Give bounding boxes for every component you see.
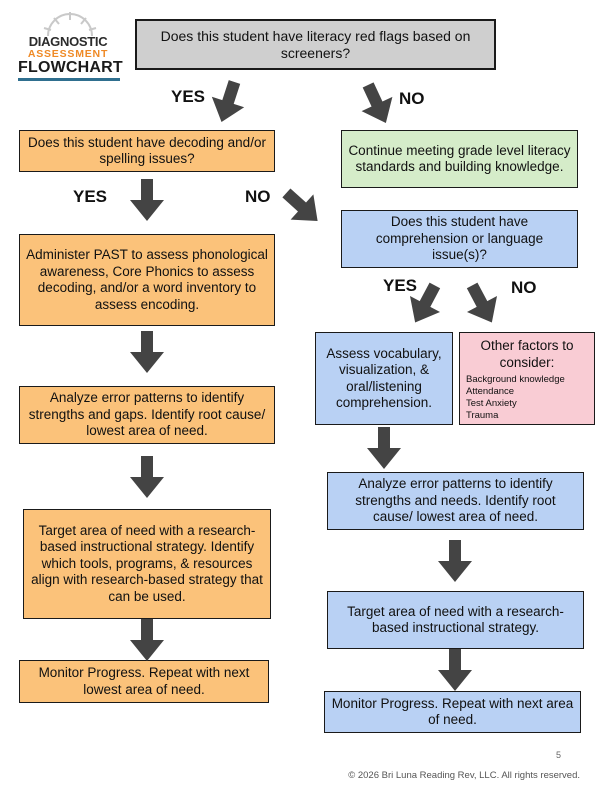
factor-item: Trauma [466, 410, 499, 421]
left-analyze-box: Analyze error patterns to identify stren… [19, 386, 275, 444]
factor-item: Test Anxiety [466, 398, 517, 409]
right-target-text: Target area of need with a research-base… [347, 603, 564, 636]
other-factors-box: Other factors to consider: Background kn… [459, 332, 595, 425]
comprehension-question-box: Does this student have comprehension or … [341, 210, 578, 268]
logo-underline [18, 78, 120, 81]
no-label-comprehension: NO [511, 278, 537, 297]
yes-label-decoding: YES [73, 187, 108, 206]
right-monitor-box: Monitor Progress. Repeat with next area … [324, 691, 581, 733]
top-question-box: Does this student have literacy red flag… [135, 19, 496, 70]
assess-comprehension-box: Assess vocabulary, visualization, & oral… [315, 332, 453, 425]
factor-item: Background knowledge [466, 374, 565, 385]
diagnostic-assessment-flowchart-logo: DIAGNOSTIC ASSESSMENT FLOWCHART [18, 10, 128, 84]
assess-comprehension-text: Assess vocabulary, visualization, & oral… [326, 345, 442, 411]
left-monitor-box: Monitor Progress. Repeat with next lowes… [19, 660, 269, 703]
sunburst-icon [43, 12, 97, 37]
logo-line-diagnostic: DIAGNOSTIC [28, 34, 108, 49]
administer-assessments-box: Administer PAST to assess phonological a… [19, 234, 275, 326]
no-label-top: NO [399, 89, 425, 108]
decoding-question-box: Does this student have decoding and/or s… [19, 130, 275, 172]
logo-line-flowchart: FLOWCHART [18, 59, 123, 76]
right-analyze-text: Analyze error patterns to identify stren… [355, 476, 556, 525]
other-factors-list: Background knowledge Attendance Test Anx… [466, 374, 588, 422]
yes-label-top: YES [171, 87, 206, 106]
left-monitor-text: Monitor Progress. Repeat with next lowes… [38, 665, 250, 697]
decoding-question-text: Does this student have decoding and/or s… [28, 134, 266, 167]
continue-standards-text: Continue meeting grade level literacy st… [348, 142, 571, 175]
factor-item: Attendance [466, 386, 515, 397]
logo-line-assessment: ASSESSMENT [27, 48, 109, 60]
no-label-decoding: NO [245, 187, 271, 206]
right-analyze-box: Analyze error patterns to identify stren… [327, 472, 584, 530]
left-target-box: Target area of need with a research-base… [23, 509, 271, 619]
copyright-notice: © 2026 Bri Luna Reading Rev, LLC. All ri… [348, 770, 580, 781]
left-target-text: Target area of need with a research-base… [31, 522, 263, 604]
page-number: 5 [556, 750, 562, 760]
left-analyze-text: Analyze error patterns to identify stren… [28, 390, 266, 439]
top-question-text: Does this student have literacy red flag… [160, 28, 471, 61]
yes-label-comprehension: YES [383, 276, 418, 295]
comprehension-question-text: Does this student have comprehension or … [375, 214, 544, 263]
continue-standards-box: Continue meeting grade level literacy st… [341, 130, 578, 188]
administer-assessments-text: Administer PAST to assess phonological a… [26, 247, 268, 312]
other-factors-title: Other factors to consider: [480, 338, 574, 370]
right-target-box: Target area of need with a research-base… [327, 591, 584, 649]
right-monitor-text: Monitor Progress. Repeat with next area … [331, 695, 574, 728]
